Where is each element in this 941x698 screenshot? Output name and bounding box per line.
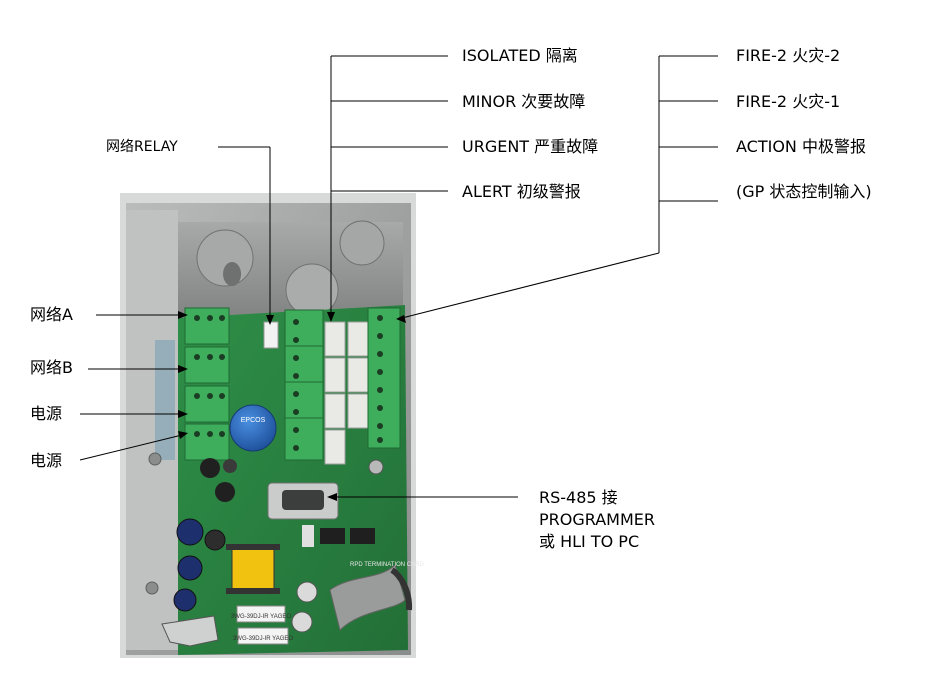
relay-column (324, 321, 369, 465)
label-fire2-1: FIRE-2 火灾-1 (736, 92, 841, 111)
label-power-1: 电源 (30, 404, 63, 423)
epcos-capacitor (229, 404, 277, 452)
ic-chip (320, 528, 345, 544)
cable (390, 567, 413, 611)
black-component (223, 459, 237, 473)
standoff-screw (368, 459, 384, 475)
label-network-relay: 网络RELAY (106, 139, 178, 155)
black-component (215, 482, 235, 502)
electrolytic-capacitors (173, 518, 318, 633)
ic-chip (350, 528, 375, 544)
ribbon-cable (329, 564, 406, 631)
label-rs485-line1: RS-485 接 (539, 488, 618, 507)
sticker-text: 3WG-39DJ-IR YAGEO (231, 614, 291, 620)
label-rs485-line2: PROGRAMMER (539, 510, 656, 529)
component-stickers (236, 605, 289, 645)
capacitor-text: EPCOS (241, 417, 266, 424)
label-urgent: URGENT 严重故障 (462, 137, 599, 156)
label-gp-input: (GP 状态控制输入) (736, 182, 872, 201)
screw-hole (148, 452, 162, 466)
knockout-hole (339, 220, 385, 266)
label-alert: ALERT 初级警报 (462, 182, 581, 201)
screw-hole (145, 581, 159, 595)
label-rs485-line3: 或 HLI TO PC (539, 532, 640, 551)
sticker-text: 3WG-39DJ-IR YAGEO (233, 636, 293, 642)
label-minor: MINOR 次要故障 (462, 92, 586, 111)
left-terminal-blocks (184, 307, 230, 461)
keyhole-slot (223, 262, 242, 286)
label-rs485: RS-485 接 PROGRAMMER 或 HLI TO PC (539, 487, 655, 553)
label-action: ACTION 中极警报 (736, 137, 866, 156)
housing-slot (155, 340, 175, 460)
right-terminal-column (367, 307, 401, 449)
middle-terminal-column (284, 309, 324, 461)
header-pins (302, 525, 314, 547)
label-fire2-2: FIRE-2 火灾-2 (736, 46, 841, 65)
label-power-2: 电源 (30, 451, 63, 470)
bottom-bracket (161, 615, 219, 647)
label-isolated: ISOLATED 隔离 (462, 46, 578, 65)
label-network-a: 网络A (30, 305, 73, 324)
black-component (200, 458, 220, 478)
board-silkscreen-text: RPD TERMINATION CARD (350, 562, 424, 568)
label-network-b: 网络B (30, 358, 73, 377)
db9-port (282, 490, 324, 510)
